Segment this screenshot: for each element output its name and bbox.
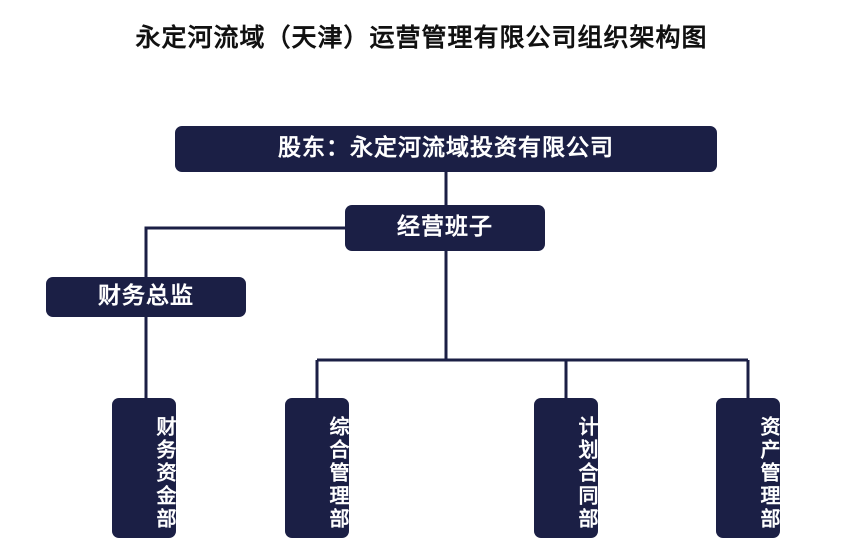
node-finance-dept[interactable]: 财务资金部 (112, 398, 177, 538)
node-management[interactable]: 经营班子 (345, 205, 545, 251)
node-shareholder[interactable]: 股东：永定河流域投资有限公司 (175, 126, 717, 172)
node-asset-dept[interactable]: 资产管理部 (716, 398, 781, 538)
node-general-dept[interactable]: 综合管理部 (285, 398, 350, 538)
page-title: 永定河流域（天津）运营管理有限公司组织架构图 (135, 23, 708, 52)
node-cfo[interactable]: 财务总监 (46, 277, 246, 317)
node-plan-dept[interactable]: 计划合同部 (534, 398, 599, 538)
